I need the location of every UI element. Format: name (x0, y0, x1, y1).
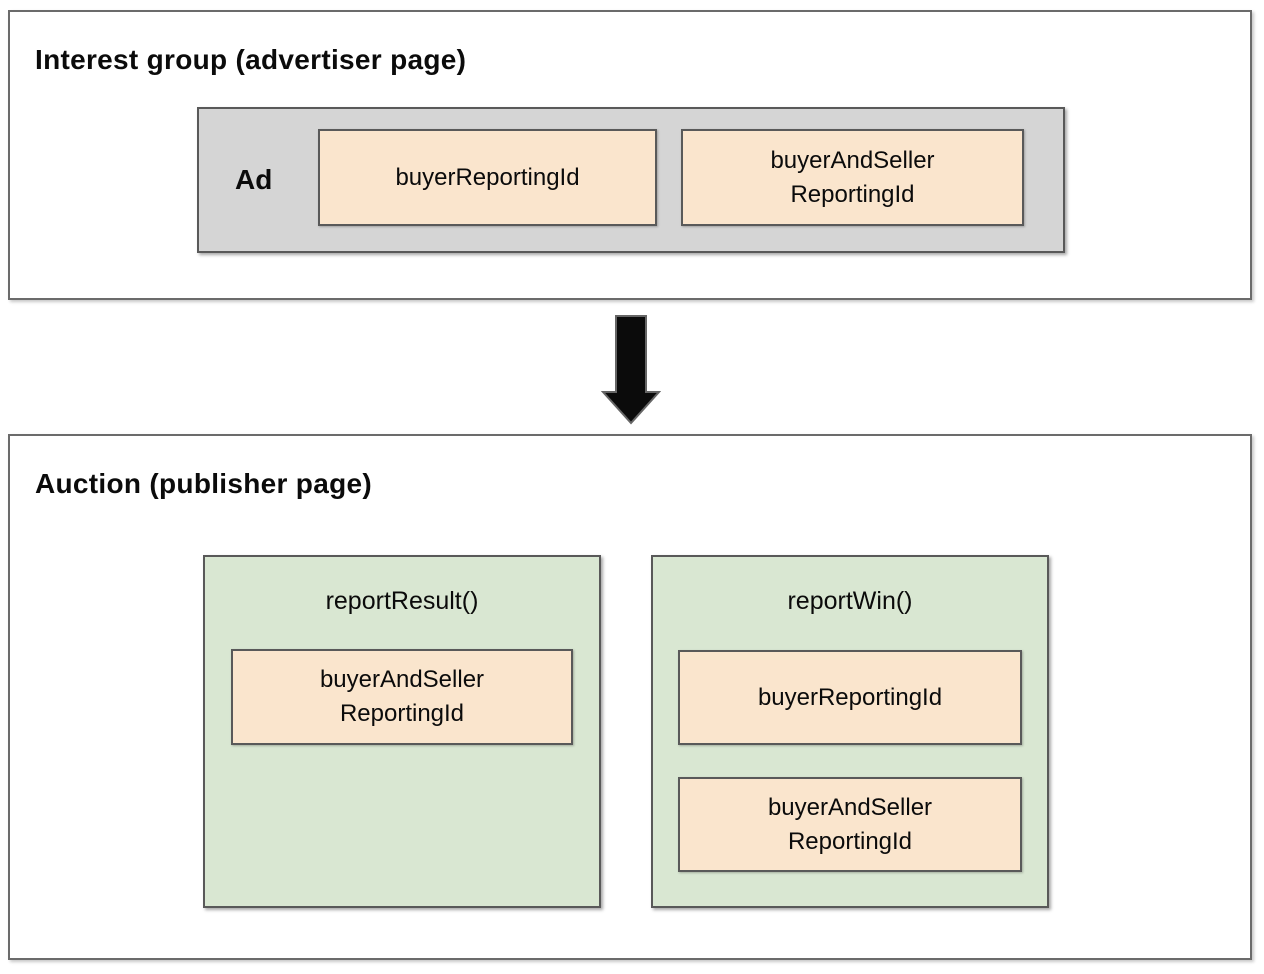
down-arrow-icon (600, 314, 662, 425)
chip-label: buyerAndSeller ReportingId (770, 146, 935, 208)
function-box-report-win: reportWin() buyerReportingId buyerAndSel… (651, 555, 1049, 908)
chip-buyer-and-seller-reporting-id: buyerAndSeller ReportingId (678, 777, 1022, 872)
chip-label: buyerAndSeller ReportingId (319, 666, 485, 727)
chip-label: buyerReportingId (395, 163, 580, 191)
panel-auction: Auction (publisher page) reportResult() … (8, 434, 1252, 960)
chip-buyer-and-seller-reporting-id: buyerAndSeller ReportingId (681, 129, 1024, 226)
ad-box: Ad buyerReportingId buyerAndSeller Repor… (197, 107, 1065, 253)
interest-group-title: Interest group (advertiser page) (35, 44, 467, 75)
function-title: reportResult() (325, 587, 479, 615)
chip-buyer-reporting-id: buyerReportingId (318, 129, 657, 226)
chip-buyer-and-seller-reporting-id: buyerAndSeller ReportingId (231, 649, 573, 745)
chip-buyer-reporting-id: buyerReportingId (678, 650, 1022, 745)
function-title: reportWin() (787, 587, 913, 615)
panel-interest-group: Interest group (advertiser page) Ad buye… (8, 10, 1252, 300)
chip-label: buyerAndSeller ReportingId (767, 793, 933, 855)
chip-label: buyerReportingId (757, 683, 943, 711)
ad-label: Ad (235, 164, 273, 195)
function-box-report-result: reportResult() buyerAndSeller ReportingI… (203, 555, 601, 908)
auction-title: Auction (publisher page) (35, 468, 372, 499)
